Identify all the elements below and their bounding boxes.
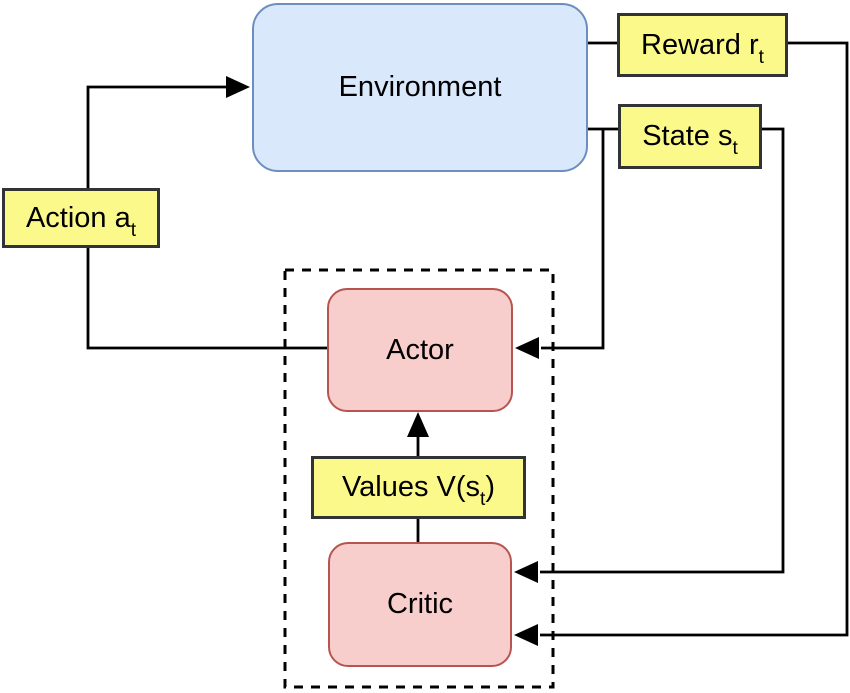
actor-node: Actor <box>327 288 513 412</box>
critic-node: Critic <box>328 542 512 667</box>
arrowhead-into-actor-bottom <box>407 412 429 437</box>
values-label-pre: Values V(s <box>341 471 481 503</box>
state-label-pre: State s <box>642 120 733 152</box>
critic-node-label: Critic <box>386 588 454 620</box>
arrowhead-into-actor-right <box>515 337 539 359</box>
environment-node-label: Environment <box>338 71 502 103</box>
arrowhead-into-environment <box>226 76 250 98</box>
state-label-text: State st <box>642 120 738 158</box>
values-label: Values V(st) <box>311 456 526 519</box>
actor-critic-dashed-container <box>283 268 555 689</box>
action-label: Action at <box>2 188 160 248</box>
reward-label: Reward rt <box>617 13 788 77</box>
action-label-pre: Action a <box>25 201 131 234</box>
state-label: State st <box>618 104 762 169</box>
reward-label-text: Reward rt <box>641 28 764 67</box>
actor-node-label: Actor <box>386 333 454 366</box>
action-label-text: Action at <box>25 201 136 240</box>
state-branch-wire <box>541 129 605 350</box>
reward-label-subscript: t <box>758 46 764 68</box>
values-label-subscript: t <box>480 489 486 511</box>
arrowhead-into-critic-lower <box>514 624 538 646</box>
reward-label-pre: Reward r <box>641 28 759 61</box>
values-label-post: ) <box>485 471 496 503</box>
environment-node: Environment <box>252 3 588 172</box>
arrowhead-into-critic-upper <box>514 561 538 583</box>
action-label-subscript: t <box>130 219 137 241</box>
values-label-text: Values V(st) <box>341 471 496 509</box>
state-wire <box>540 127 785 574</box>
state-label-subscript: t <box>732 138 738 160</box>
